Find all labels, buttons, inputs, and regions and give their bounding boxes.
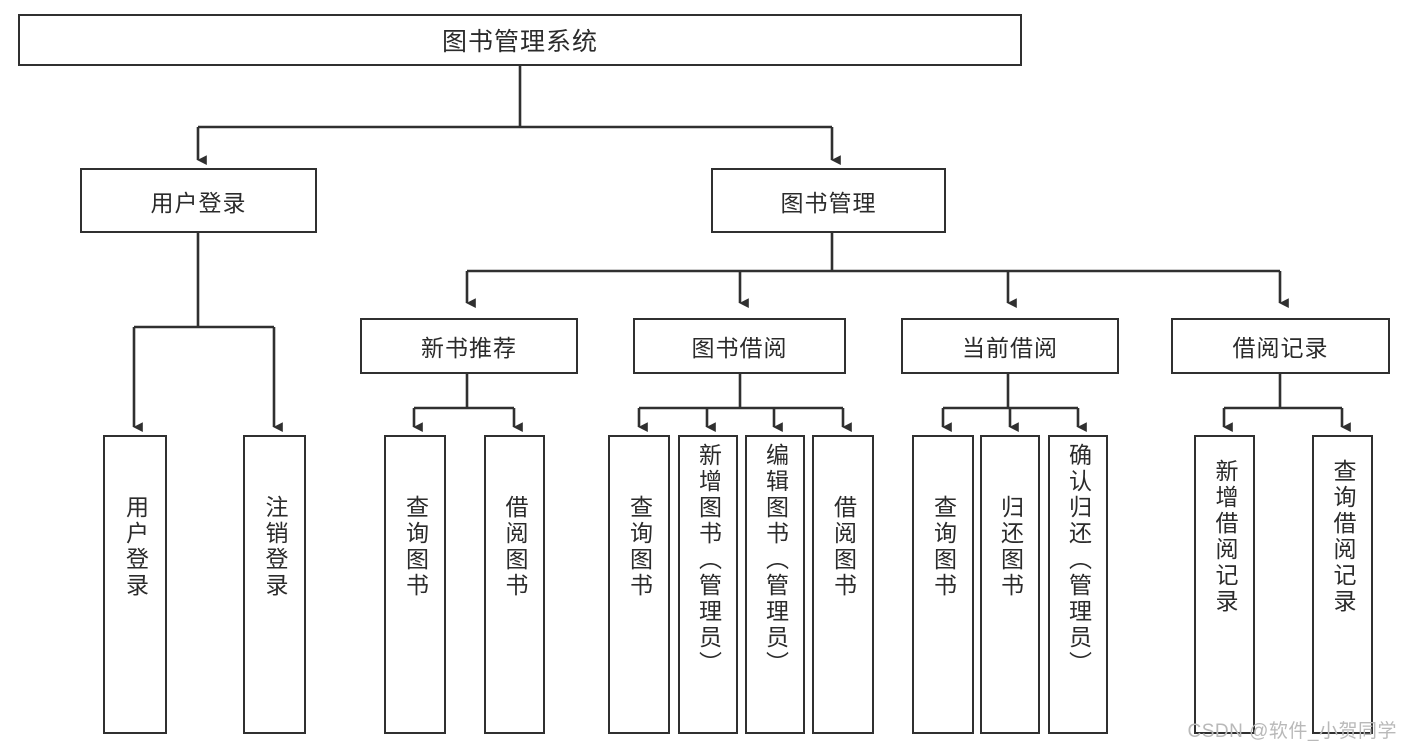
node-label: 编辑图书（管理员） [762, 443, 789, 677]
node-book-management[interactable]: 图书管理 [711, 168, 946, 233]
leaf-query-borrow-record[interactable]: 查询借阅记录 [1312, 435, 1373, 734]
node-label: 用户登录 [150, 189, 247, 216]
node-root-library-system[interactable]: 图书管理系统 [18, 14, 1022, 66]
node-borrow-records[interactable]: 借阅记录 [1171, 318, 1390, 374]
node-label: 新增图书（管理员） [695, 443, 722, 677]
node-label: 用户登录 [122, 495, 149, 599]
node-label: 注销登录 [262, 495, 288, 599]
leaf-add-book-admin[interactable]: 新增图书（管理员） [678, 435, 738, 734]
leaf-query-books-current[interactable]: 查询图书 [912, 435, 974, 734]
node-label: 借阅图书 [830, 495, 857, 599]
node-label: 借阅图书 [502, 495, 528, 599]
node-label: 新增借阅记录 [1212, 459, 1238, 615]
node-label: 当前借阅 [962, 335, 1058, 361]
leaf-logout[interactable]: 注销登录 [243, 435, 306, 734]
node-label: 归还图书 [997, 495, 1024, 599]
node-label: 借阅记录 [1232, 335, 1329, 361]
leaf-return-books[interactable]: 归还图书 [980, 435, 1040, 734]
leaf-confirm-return-admin[interactable]: 确认归还（管理员） [1048, 435, 1108, 734]
node-label: 图书管理系统 [441, 28, 598, 56]
node-label: 查询图书 [626, 495, 653, 599]
leaf-add-borrow-record[interactable]: 新增借阅记录 [1194, 435, 1255, 734]
node-user-login[interactable]: 用户登录 [80, 168, 317, 233]
leaf-borrow-books[interactable]: 借阅图书 [812, 435, 874, 734]
node-new-book-recommend[interactable]: 新书推荐 [360, 318, 578, 374]
node-label: 确认归还（管理员） [1065, 443, 1092, 677]
node-book-borrow[interactable]: 图书借阅 [633, 318, 846, 374]
node-label: 查询图书 [930, 495, 957, 599]
node-label: 查询图书 [402, 495, 429, 599]
leaf-query-books-recommend[interactable]: 查询图书 [384, 435, 446, 734]
node-current-borrow[interactable]: 当前借阅 [901, 318, 1119, 374]
node-label: 查询借阅记录 [1330, 459, 1356, 615]
leaf-user-login[interactable]: 用户登录 [103, 435, 167, 734]
leaf-query-books-borrow[interactable]: 查询图书 [608, 435, 670, 734]
leaf-edit-book-admin[interactable]: 编辑图书（管理员） [745, 435, 805, 734]
node-label: 图书管理 [780, 189, 877, 216]
leaf-borrow-books-recommend[interactable]: 借阅图书 [484, 435, 545, 734]
node-label: 新书推荐 [421, 335, 517, 361]
watermark: CSDN @软件_小贺同学 [1187, 721, 1397, 742]
node-label: 图书借阅 [691, 335, 788, 361]
